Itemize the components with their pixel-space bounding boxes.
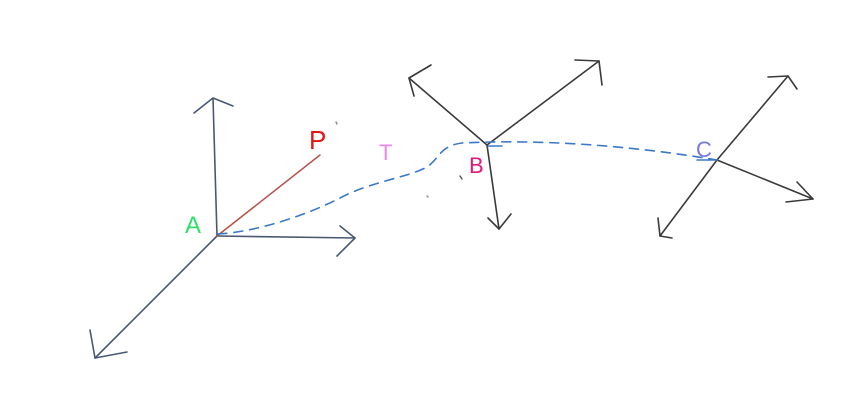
trajectory-path	[217, 141, 718, 235]
frame-b-axis-upper-left-arrowhead	[408, 64, 432, 97]
frame-c-axis-upper-right-line	[716, 75, 789, 161]
label-c: C	[696, 137, 712, 162]
label-a: A	[185, 212, 201, 239]
frame-c-axis-down-left-arrowhead	[657, 217, 673, 239]
frame-c-axis-down-left	[657, 159, 718, 239]
frame-a-axis-right-line	[216, 235, 356, 239]
frame-a-axis-down-left-line	[94, 235, 218, 359]
frame-a-axis-right	[216, 225, 356, 257]
frame-a-axis-down-left-arrowhead	[89, 329, 128, 359]
stray-mark-1	[335, 121, 338, 125]
frame-b-axis-upper-right	[486, 59, 603, 146]
frame-c-axis-down-left-line	[659, 159, 718, 237]
frame-b-axis-upper-right-arrowhead	[574, 59, 603, 86]
stray-mark-3	[426, 195, 429, 198]
frame-b-axis-down	[486, 144, 512, 230]
frame-a-axis-right-arrowhead	[336, 225, 356, 257]
frame-c-axis-upper-right	[716, 75, 798, 161]
frame-b-axis-down-arrowhead	[487, 213, 512, 230]
stray-mark-2	[459, 175, 463, 180]
frame-c-axis-right-arrowhead	[785, 181, 814, 203]
label-b: B	[469, 153, 484, 178]
frame-c-axis-right-line	[716, 159, 814, 200]
frame-a-axis-down-left	[89, 235, 218, 359]
label-t: T	[379, 140, 392, 165]
frame-a	[89, 97, 356, 359]
frame-b-axis-down-line	[486, 144, 500, 230]
frame-a-axis-up-arrowhead	[193, 97, 234, 114]
frame-b-axis-upper-right-line	[486, 60, 600, 146]
frame-b	[408, 59, 603, 230]
label-p: P	[309, 125, 326, 155]
frame-b-axis-upper-left-line	[408, 77, 488, 146]
frame-a-axis-up-line	[212, 97, 218, 237]
frame-a-axis-up	[193, 97, 234, 237]
vector-p-line	[216, 154, 321, 237]
frame-c-axis-upper-right-arrowhead	[767, 75, 798, 90]
frame-c-axis-right	[716, 159, 814, 203]
frame-b-axis-upper-left	[408, 64, 488, 146]
frame-c	[657, 75, 814, 239]
